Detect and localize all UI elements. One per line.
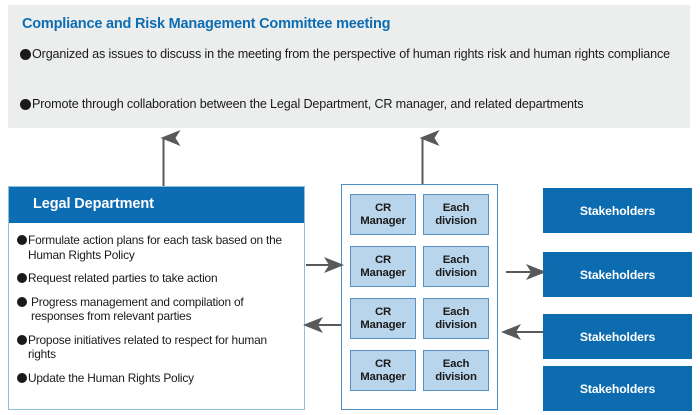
each-division-box: Each division: [423, 298, 489, 339]
legal-department-title: Legal Department: [33, 196, 154, 212]
committee-title: Compliance and Risk Management Committee…: [22, 16, 391, 32]
bullet-dot-icon: [17, 372, 27, 383]
stakeholders-label: Stakeholders: [579, 267, 656, 282]
cr-division-row: CR Manager Each division: [350, 298, 489, 339]
each-division-line2: division: [435, 318, 477, 331]
each-division-line1: Each: [442, 305, 470, 318]
list-item-label: Update the Human Rights Policy: [28, 370, 194, 385]
legal-department-list: Formulate action plans for each task bas…: [9, 223, 304, 394]
committee-bullet-text: Organized as issues to discuss in the me…: [32, 47, 670, 61]
each-division-line1: Each: [442, 357, 470, 370]
cr-manager-division-panel: CR Manager Each division CR Manager Each…: [341, 184, 498, 410]
list-item-label: Progress management and compilation of r…: [31, 294, 244, 324]
cr-division-row: CR Manager Each division: [350, 350, 489, 391]
cr-manager-box: CR Manager: [350, 246, 416, 287]
bullet-dot-icon: [17, 235, 27, 245]
cr-manager-line1: CR: [374, 305, 392, 318]
list-item-label: Formulate action plans for each task bas…: [28, 233, 282, 262]
each-division-line2: division: [435, 370, 477, 383]
cr-manager-box: CR Manager: [350, 194, 416, 235]
cr-manager-line2: Manager: [360, 370, 406, 383]
legal-department-header: Legal Department: [9, 187, 304, 223]
cr-manager-box: CR Manager: [350, 298, 416, 339]
bullet-dot-icon: [17, 273, 27, 283]
cr-manager-line1: CR: [374, 253, 392, 266]
each-division-line1: Each: [442, 201, 470, 214]
cr-manager-box: CR Manager: [350, 350, 416, 391]
cr-manager-line1: CR: [374, 357, 392, 370]
each-division-box: Each division: [423, 194, 489, 235]
bullet-dot-icon: [20, 99, 31, 110]
stakeholders-label: Stakeholders: [579, 203, 656, 218]
cr-manager-line2: Manager: [360, 266, 406, 279]
bullet-dot-icon: [17, 296, 27, 307]
committee-bullet-text: Promote through collaboration between th…: [32, 97, 584, 111]
each-division-line1: Each: [442, 253, 470, 266]
each-division-box: Each division: [423, 350, 489, 391]
legal-department-panel: Legal Department Formulate action plans …: [8, 186, 305, 410]
each-division-box: Each division: [423, 246, 489, 287]
stakeholders-box: Stakeholders: [543, 314, 692, 359]
cr-division-row: CR Manager Each division: [350, 194, 489, 235]
committee-bullet-item: Organized as issues to discuss in the me…: [20, 46, 680, 63]
list-item: Request related parties to take action: [17, 271, 296, 286]
list-item-label: Request related parties to take action: [28, 271, 218, 285]
stakeholders-box: Stakeholders: [543, 252, 692, 297]
stakeholders-label: Stakeholders: [579, 381, 656, 396]
stakeholders-box: Stakeholders: [543, 188, 692, 233]
bullet-dot-icon: [17, 334, 27, 345]
stakeholders-label: Stakeholders: [579, 329, 656, 344]
stakeholders-box: Stakeholders: [543, 366, 692, 411]
list-item-label: Propose initiatives related to respect f…: [28, 332, 267, 362]
cr-manager-line1: CR: [374, 201, 392, 214]
cr-manager-line2: Manager: [360, 318, 406, 331]
list-item: Update the Human Rights Policy: [17, 371, 296, 386]
each-division-line2: division: [435, 214, 477, 227]
committee-bullet-item: Promote through collaboration between th…: [20, 96, 680, 113]
bullet-dot-icon: [20, 49, 31, 60]
list-item: Formulate action plans for each task bas…: [17, 233, 296, 262]
each-division-line2: division: [435, 266, 477, 279]
cr-manager-line2: Manager: [360, 214, 406, 227]
cr-division-row: CR Manager Each division: [350, 246, 489, 287]
list-item: Propose initiatives related to respect f…: [17, 333, 296, 362]
committee-panel: Compliance and Risk Management Committee…: [8, 5, 690, 128]
list-item: Progress management and compilation of r…: [17, 295, 296, 324]
